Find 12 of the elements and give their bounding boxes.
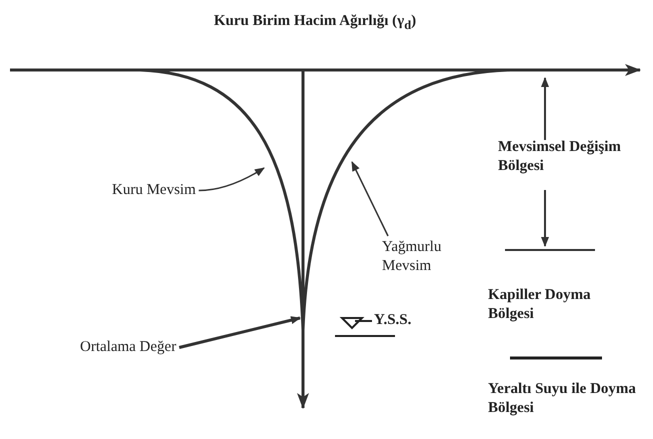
water-table-label: Y.S.S.: [374, 311, 412, 330]
callout-label: Ortalama Değer: [80, 338, 176, 357]
callout-label: Yağmurlu Mevsim: [382, 238, 462, 276]
zone-label: Mevsimsel Değişim Bölgesi: [498, 138, 622, 176]
leader-arrow: [178, 316, 301, 349]
leader-arrow: [198, 167, 265, 192]
axis-title: Kuru Birim Hacim Ağırlığı (γ$_{d}$): [212, 12, 418, 34]
callout-label: Kuru Mevsim: [112, 181, 196, 200]
zone-label: Yeraltı Suyu ile Doyma Bölgesi: [488, 380, 637, 418]
axis-arrow: [297, 70, 309, 409]
zone-label: Kapiller Doyma Bölgesi: [488, 286, 592, 324]
leader-arrow: [351, 161, 389, 236]
